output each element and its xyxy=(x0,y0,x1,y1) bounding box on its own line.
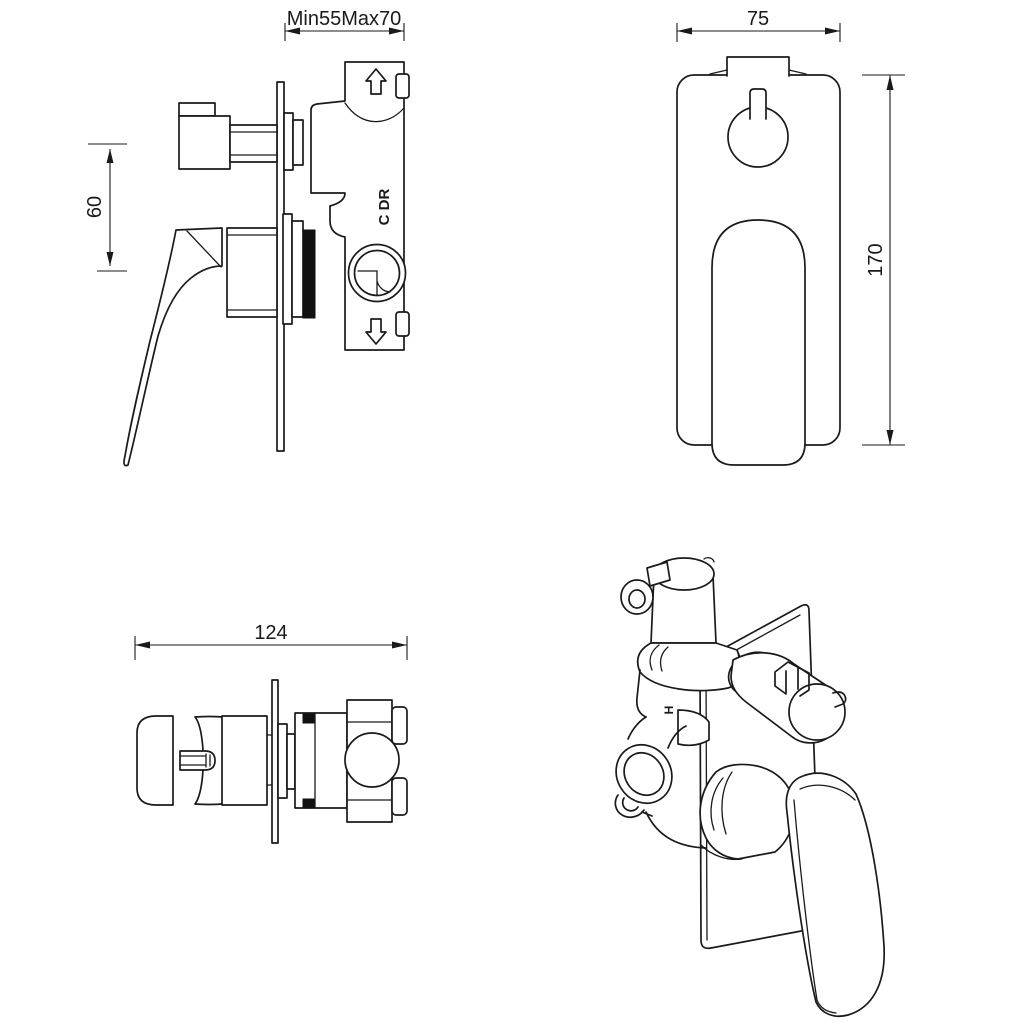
body-column-edge xyxy=(635,669,647,718)
dome-base xyxy=(700,844,743,861)
dim-depth-label: Min55Max70 xyxy=(287,8,402,30)
clip-eye xyxy=(628,589,646,609)
dim-width-124: 124 xyxy=(134,622,408,660)
dim-depth: Min55Max70 xyxy=(284,8,405,41)
handle-pivot-3d xyxy=(699,763,795,861)
hot-inlet-label: H xyxy=(662,706,676,715)
lever-handle-side xyxy=(123,227,278,467)
flange xyxy=(291,220,304,318)
pivot-dome xyxy=(699,763,795,860)
port-label: C DR xyxy=(376,189,393,226)
mounting-tab-bottom xyxy=(391,777,408,816)
dim-arrow-down xyxy=(106,252,114,266)
dim-extension-ticks xyxy=(88,143,127,272)
diverter-knob-front xyxy=(727,88,789,168)
side-view: Min55Max70 60 C DR xyxy=(84,8,410,467)
body-foot-curve xyxy=(645,811,707,849)
knob-key-ridge xyxy=(774,661,810,697)
mounting-tab-top xyxy=(395,73,410,99)
cartridge-top xyxy=(221,715,268,806)
front-view: 75 170 xyxy=(676,8,905,466)
dim-arrow-left xyxy=(677,27,692,35)
dim-height-170: 170 xyxy=(862,74,905,446)
dim-width-75: 75 xyxy=(676,8,841,42)
dim-arrow-up xyxy=(886,75,894,90)
knob-stem xyxy=(229,124,278,163)
dim-arrow-up xyxy=(106,149,114,163)
dim-extension-ticks xyxy=(134,636,408,660)
rough-in-tab xyxy=(726,56,790,77)
dim-height-label: 170 xyxy=(865,243,887,276)
dim-width-label: 124 xyxy=(254,622,287,644)
knob-face xyxy=(788,683,846,741)
o-ring-bottom xyxy=(302,798,315,809)
cartridge-lines xyxy=(226,234,278,311)
spacer xyxy=(277,723,288,799)
dim-width-label: 75 xyxy=(747,8,769,30)
dim-offset-label: 60 xyxy=(84,196,106,218)
knob-indicator-notch xyxy=(749,88,767,120)
lever-blade-3d xyxy=(785,772,885,1018)
lever-blade xyxy=(123,227,223,467)
diverter-knob-side xyxy=(178,102,278,170)
knob-body xyxy=(178,115,231,170)
dim-arrow-left xyxy=(285,27,300,35)
dim-arrow-right xyxy=(825,27,840,35)
handle-top xyxy=(136,715,273,806)
dim-arrow-right xyxy=(389,27,404,35)
diverter-knob-3d xyxy=(727,651,847,744)
valve-body-side: C DR xyxy=(310,61,410,351)
lever-blade-edge xyxy=(186,230,222,268)
flange xyxy=(282,213,293,325)
plate-spacers xyxy=(282,112,316,325)
inlet-shoulder xyxy=(627,716,687,749)
cartridge xyxy=(226,227,278,318)
lever-handle-front xyxy=(711,219,806,466)
dim-extension-ticks xyxy=(676,23,841,42)
perspective-view: H xyxy=(614,557,885,1018)
pipe-nub xyxy=(703,557,715,563)
dim-arrow-right xyxy=(392,641,407,649)
dim-extension-ticks xyxy=(862,74,905,446)
body-lines xyxy=(346,721,393,801)
blade-detail-lines xyxy=(793,784,856,1014)
side-inlet-inner xyxy=(623,751,665,797)
wall-plate-top xyxy=(271,679,279,844)
dim-arrow-down xyxy=(886,430,894,445)
spline-stem-detail xyxy=(179,753,211,768)
inlet-boss xyxy=(677,709,710,747)
dome-rings xyxy=(710,771,733,835)
outlet-port-top xyxy=(344,732,400,788)
knob-cap xyxy=(178,102,216,117)
clip-bracket xyxy=(646,561,671,587)
valve-body-top xyxy=(277,699,408,823)
plate-top-nubs xyxy=(709,69,807,75)
mounting-tab-bottom xyxy=(395,311,410,337)
flow-up-arrow-icon xyxy=(365,68,387,95)
flow-down-arrow-icon xyxy=(365,318,387,345)
o-ring-seal xyxy=(302,229,316,319)
lever-handle-3d xyxy=(785,772,885,1018)
spacer xyxy=(283,112,294,171)
plan-view: 124 xyxy=(134,622,408,844)
knob-face-notch xyxy=(832,691,847,708)
knob-top xyxy=(136,715,174,806)
knob-stem-lines xyxy=(229,131,278,156)
dim-extension-ticks xyxy=(284,23,405,41)
dim-arrow-left xyxy=(135,641,150,649)
o-ring-top xyxy=(302,713,315,724)
mounting-tab-top xyxy=(391,706,408,745)
cartridge-housing xyxy=(294,712,348,809)
body-notch-line xyxy=(344,102,405,123)
spacer xyxy=(286,733,296,790)
rough-in-body-3d: H xyxy=(614,557,743,849)
dim-offset-60: 60 xyxy=(84,143,127,272)
outlet-port-detail xyxy=(357,270,391,296)
spacer xyxy=(292,119,304,166)
